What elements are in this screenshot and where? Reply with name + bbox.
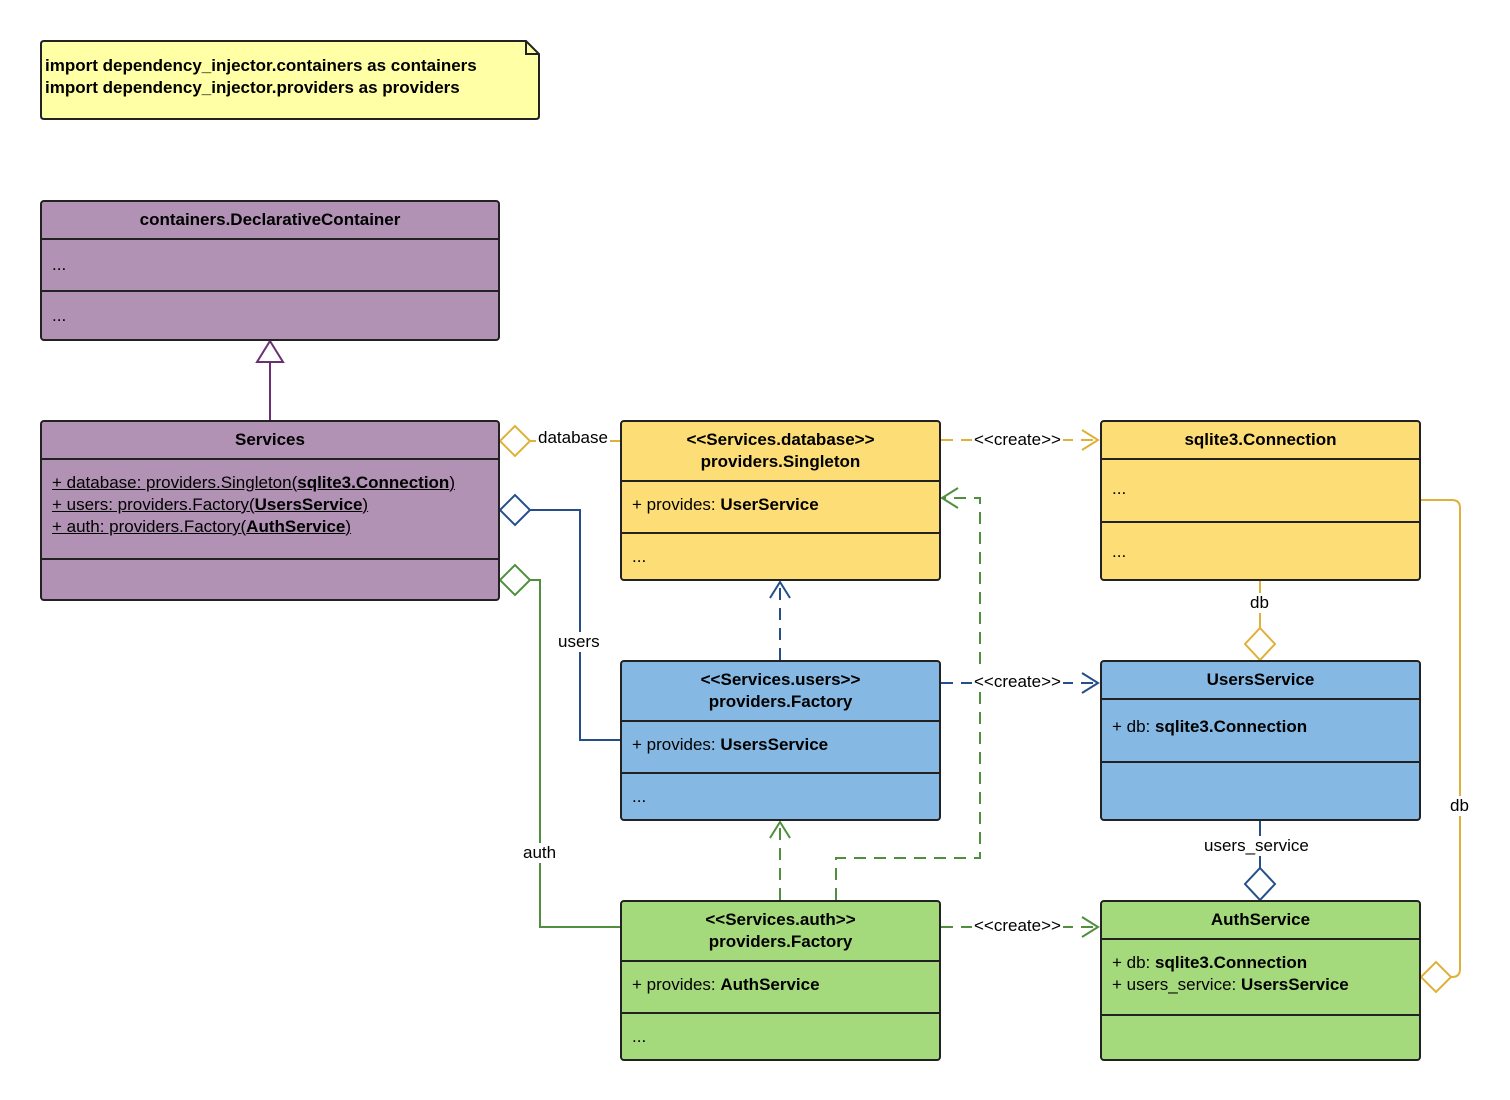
label-create-users: <<create>> xyxy=(972,672,1063,692)
users-factory-header: <<Services.users>> providers.Factory xyxy=(622,662,939,722)
auth-depends-database xyxy=(835,497,981,900)
label-database: database xyxy=(536,428,610,448)
create-arrow-database xyxy=(1081,429,1100,451)
auth-factory-methods: ... xyxy=(622,1012,939,1059)
auth-service-class[interactable]: AuthService + db: sqlite3.Connection + u… xyxy=(1100,900,1421,1061)
services-attrs: + database: providers.Singleton(sqlite3.… xyxy=(42,460,498,558)
declarative-container-attrs: ... xyxy=(52,255,67,274)
label-db-users: db xyxy=(1248,593,1271,613)
database-singleton-attrs: + provides: UserService xyxy=(632,495,819,514)
auth-link xyxy=(530,579,620,928)
database-singleton-title: providers.Singleton xyxy=(700,452,861,471)
database-singleton-stereotype: <<Services.database>> xyxy=(686,430,875,449)
note-line-1: import dependency_injector.containers as… xyxy=(45,56,477,75)
label-users-service: users_service xyxy=(1202,836,1311,856)
note-shape xyxy=(40,40,540,120)
auth-service-attr-db: + db: sqlite3.Connection xyxy=(1112,953,1308,972)
auth-diamond xyxy=(498,563,532,597)
users-service-class[interactable]: UsersService + db: sqlite3.Connection xyxy=(1100,660,1421,821)
auth-service-title: AuthService xyxy=(1102,902,1419,940)
users-depends-arrow xyxy=(769,580,791,599)
users-factory-stereotype: <<Services.users>> xyxy=(700,670,861,689)
database-singleton-header: <<Services.database>> providers.Singleto… xyxy=(622,422,939,482)
auth-depends-database-arrow xyxy=(940,487,959,509)
label-create-database: <<create>> xyxy=(972,430,1063,450)
label-auth: auth xyxy=(521,843,559,863)
auth-depends-users-arrow xyxy=(769,820,791,839)
database-diamond xyxy=(498,424,532,458)
sqlite-connection-attrs: ... xyxy=(1112,479,1127,498)
auth-factory-stereotype: <<Services.auth>> xyxy=(705,910,856,929)
auth-factory-attrs: + provides: AuthService xyxy=(632,975,820,994)
users-diamond xyxy=(498,493,532,527)
database-singleton-methods: ... xyxy=(622,532,939,579)
auth-factory-class[interactable]: <<Services.auth>> providers.Factory + pr… xyxy=(620,900,941,1061)
inheritance-arrow xyxy=(255,339,285,363)
services-attr-users: + users: providers.Factory(UsersService) xyxy=(52,495,369,514)
db-link-auth xyxy=(1421,499,1461,978)
sqlite-connection-class[interactable]: sqlite3.Connection ... ... xyxy=(1100,420,1421,581)
services-attr-database: + database: providers.Singleton(sqlite3.… xyxy=(52,473,455,492)
import-note: import dependency_injector.containers as… xyxy=(45,55,477,99)
auth-service-attr-users-service: + users_service: UsersService xyxy=(1112,975,1349,994)
users-service-methods xyxy=(1102,761,1419,819)
auth-service-attrs: + db: sqlite3.Connection + users_service… xyxy=(1102,940,1419,1014)
services-attr-auth: + auth: providers.Factory(AuthService) xyxy=(52,517,352,536)
users-factory-class[interactable]: <<Services.users>> providers.Factory + p… xyxy=(620,660,941,821)
users-service-diamond xyxy=(1243,866,1277,902)
users-service-title: UsersService xyxy=(1102,662,1419,700)
label-create-auth: <<create>> xyxy=(972,916,1063,936)
auth-factory-header: <<Services.auth>> providers.Factory xyxy=(622,902,939,962)
users-link xyxy=(530,509,620,741)
services-methods xyxy=(42,558,498,599)
label-db-auth: db xyxy=(1448,796,1471,816)
declarative-container-methods: ... xyxy=(42,290,498,339)
users-factory-attrs: + provides: UsersService xyxy=(632,735,829,754)
create-arrow-users xyxy=(1081,672,1100,694)
auth-service-methods xyxy=(1102,1014,1419,1059)
create-arrow-auth xyxy=(1081,916,1100,938)
db-diamond-auth xyxy=(1419,960,1453,994)
db-diamond-users xyxy=(1243,626,1277,662)
auth-factory-title: providers.Factory xyxy=(708,932,853,951)
services-class[interactable]: Services + database: providers.Singleton… xyxy=(40,420,500,601)
users-service-attrs: + db: sqlite3.Connection xyxy=(1112,717,1308,736)
note-line-2: import dependency_injector.providers as … xyxy=(45,78,460,97)
users-factory-title: providers.Factory xyxy=(708,692,853,711)
label-users: users xyxy=(556,632,602,652)
users-factory-methods: ... xyxy=(622,772,939,819)
sqlite-connection-title: sqlite3.Connection xyxy=(1102,422,1419,460)
note-fold xyxy=(525,41,539,55)
database-singleton-class[interactable]: <<Services.database>> providers.Singleto… xyxy=(620,420,941,581)
services-title: Services xyxy=(42,422,498,460)
declarative-container-class[interactable]: containers.DeclarativeContainer ... ... xyxy=(40,200,500,341)
declarative-container-title: containers.DeclarativeContainer xyxy=(42,202,498,240)
sqlite-connection-methods: ... xyxy=(1102,521,1419,579)
